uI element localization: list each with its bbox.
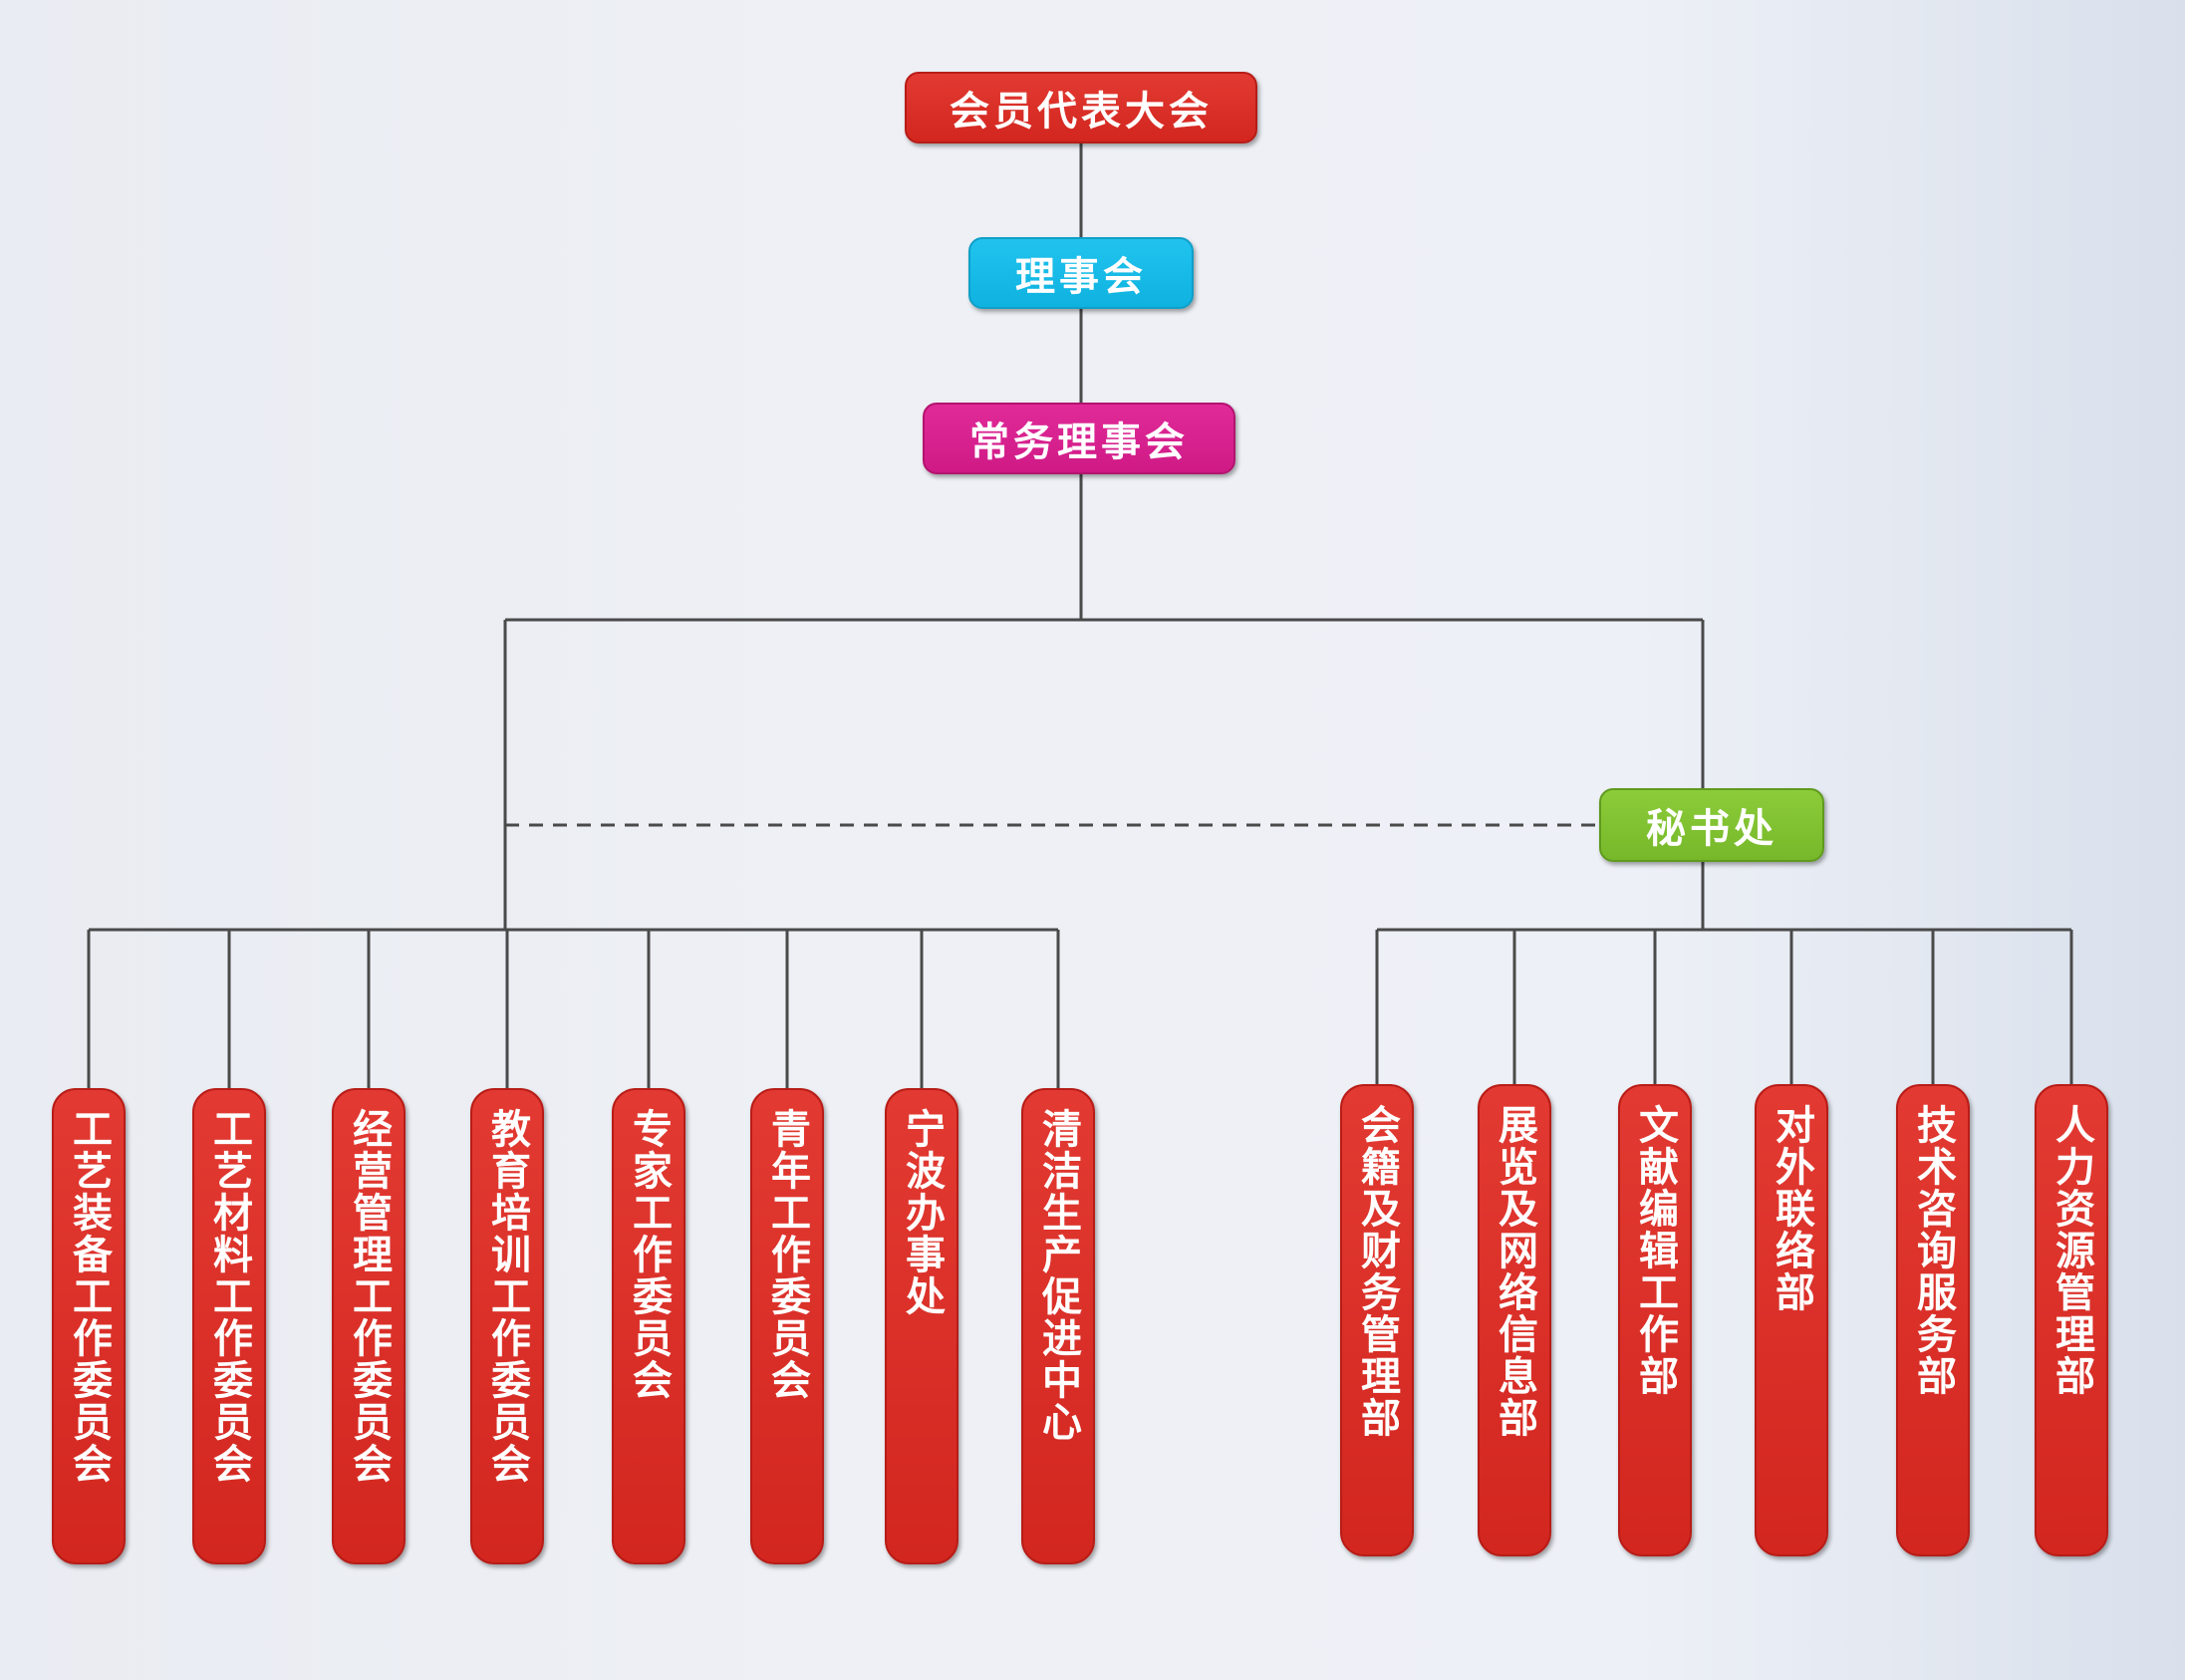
secretariat-box: 秘书处 [1599, 788, 1824, 862]
committee-box-3: 经营管理工作委员会 [332, 1088, 406, 1564]
committee-label: 工艺材料工作委员会 [206, 1108, 252, 1485]
committee-box-1: 工艺装备工作委员会 [52, 1088, 126, 1564]
department-label: 人力资源管理部 [2048, 1104, 2094, 1397]
department-box-3: 文献编辑工作部 [1618, 1084, 1692, 1556]
committee-label: 经营管理工作委员会 [346, 1108, 392, 1485]
committee-label: 宁波办事处 [899, 1108, 945, 1317]
department-box-6: 人力资源管理部 [2035, 1084, 2108, 1556]
secretariat-label: 秘书处 [1646, 806, 1777, 852]
department-label: 技术咨询服务部 [1910, 1104, 1956, 1397]
committee-label: 青年工作委员会 [764, 1108, 810, 1401]
committee-box-4: 教育培训工作委员会 [470, 1088, 544, 1564]
department-label: 文献编辑工作部 [1632, 1104, 1678, 1397]
committee-label: 教育培训工作委员会 [484, 1108, 530, 1485]
department-label: 展览及网络信息部 [1492, 1104, 1537, 1439]
committee-box-7: 宁波办事处 [885, 1088, 958, 1564]
committee-box-6: 青年工作委员会 [750, 1088, 824, 1564]
committee-box-2: 工艺材料工作委员会 [192, 1088, 266, 1564]
council-box: 理事会 [968, 237, 1194, 309]
department-label: 对外联络部 [1769, 1104, 1814, 1313]
standing-council-box: 常务理事会 [923, 403, 1235, 474]
council-label: 理事会 [1015, 254, 1147, 300]
committee-label: 专家工作委员会 [626, 1108, 672, 1401]
department-box-5: 技术咨询服务部 [1896, 1084, 1970, 1556]
committee-label: 工艺装备工作委员会 [66, 1108, 112, 1485]
department-box-2: 展览及网络信息部 [1478, 1084, 1551, 1556]
committee-box-8: 清洁生产促进中心 [1021, 1088, 1095, 1564]
department-box-1: 会籍及财务管理部 [1340, 1084, 1414, 1556]
committee-box-5: 专家工作委员会 [612, 1088, 685, 1564]
general-assembly-label: 会员代表大会 [950, 89, 1213, 135]
standing-council-label: 常务理事会 [969, 420, 1189, 465]
committee-label: 清洁生产促进中心 [1035, 1108, 1081, 1443]
general-assembly-box: 会员代表大会 [905, 72, 1257, 143]
department-box-4: 对外联络部 [1755, 1084, 1828, 1556]
department-label: 会籍及财务管理部 [1354, 1104, 1400, 1439]
